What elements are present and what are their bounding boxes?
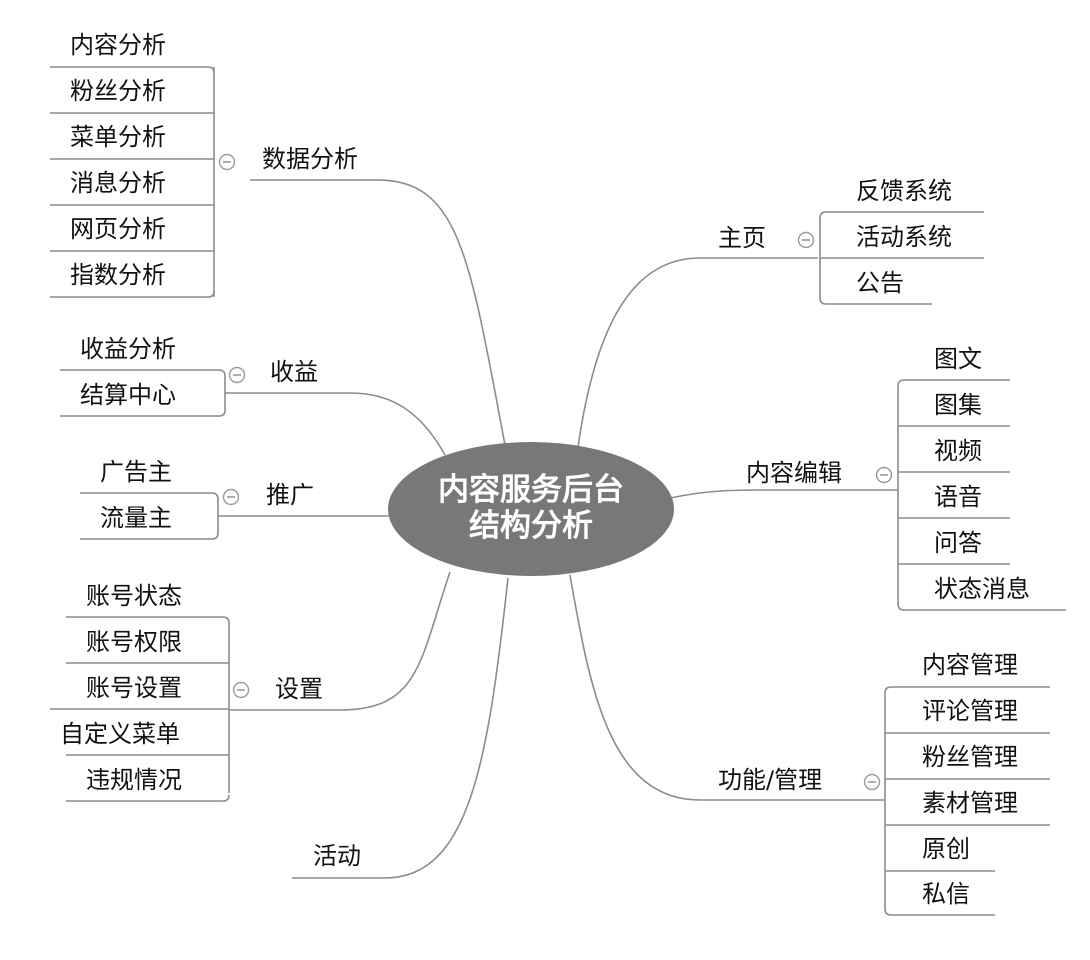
- node-comment-manage: 评论管理: [922, 697, 1018, 725]
- branch-label-revenue: 收益: [270, 358, 318, 386]
- branch-connectors: [218, 179, 898, 879]
- branch-label-home: 主页: [718, 224, 766, 252]
- node-status-message: 状态消息: [934, 575, 1030, 603]
- connector-content-edit: [669, 489, 898, 499]
- node-private-message: 私信: [922, 880, 970, 908]
- branch-label-activity: 活动: [313, 842, 361, 870]
- node-material-manage: 素材管理: [922, 789, 1018, 817]
- collapse-icon[interactable]: [797, 231, 815, 249]
- branch-content-edit: 内容编辑 图文 图集 视频 语音 问答 状态消息: [746, 345, 1066, 611]
- connector-settings: [230, 571, 451, 711]
- bracket-revenue: [60, 369, 226, 417]
- branch-label-content-edit: 内容编辑: [746, 459, 842, 487]
- node-video: 视频: [934, 437, 982, 465]
- collapse-icon[interactable]: [875, 466, 893, 484]
- node-fans-manage: 粉丝管理: [922, 743, 1018, 771]
- connector-function-manage: [569, 574, 885, 801]
- node-revenue-analysis: 收益分析: [80, 335, 176, 363]
- child-dividers-data-analysis: [50, 66, 215, 298]
- branch-label-promotion: 推广: [266, 481, 314, 509]
- collapse-icon[interactable]: [863, 773, 881, 791]
- node-original: 原创: [922, 835, 970, 863]
- node-announcement: 公告: [856, 269, 904, 297]
- node-content-manage: 内容管理: [922, 651, 1018, 679]
- branch-data-analysis: 数据分析 内容分析 粉丝分析 菜单分析 消息分析 网页分析 指数分析: [50, 31, 358, 298]
- node-account-status: 账号状态: [86, 582, 182, 610]
- node-account-permission: 账号权限: [86, 628, 182, 656]
- bracket-home: [819, 211, 984, 305]
- collapse-icon[interactable]: [222, 488, 240, 506]
- node-graphic-text: 图文: [934, 345, 982, 373]
- bracket-promotion: [80, 492, 219, 540]
- branch-promotion: 推广 广告主 流量主: [80, 458, 314, 540]
- branch-home: 主页 反馈系统 活动系统 公告: [718, 177, 984, 305]
- node-traffic-owner: 流量主: [100, 504, 172, 532]
- node-index-analysis: 指数分析: [70, 261, 166, 289]
- connector-data-analysis: [250, 179, 506, 446]
- child-dividers-content-edit: [897, 379, 1066, 611]
- node-advertiser: 广告主: [100, 458, 172, 486]
- branch-activity: 活动: [313, 842, 361, 870]
- collapse-icon[interactable]: [218, 153, 236, 171]
- node-custom-menu: 自定义菜单: [60, 720, 180, 748]
- node-voice: 语音: [934, 483, 982, 511]
- child-dividers-function-manage: [884, 686, 1050, 916]
- child-dividers-settings: [50, 616, 230, 802]
- node-violations: 违规情况: [86, 766, 182, 794]
- branch-function-manage: 功能/管理 内容管理 评论管理 粉丝管理 素材管理 原创 私信: [718, 651, 1050, 916]
- node-qa: 问答: [934, 529, 982, 557]
- node-menu-analysis: 菜单分析: [70, 123, 166, 151]
- branch-label-function-manage: 功能/管理: [718, 766, 822, 794]
- node-feedback-system: 反馈系统: [856, 177, 952, 205]
- connector-activity: [292, 577, 509, 879]
- branch-label-data-analysis: 数据分析: [262, 145, 358, 173]
- node-fans-analysis: 粉丝分析: [70, 77, 166, 105]
- node-activity-system: 活动系统: [856, 223, 952, 251]
- central-node: 内容服务后台 结构分析: [388, 442, 674, 576]
- central-title-line2: 结构分析: [469, 508, 593, 544]
- node-settlement-center: 结算中心: [80, 381, 176, 409]
- collapse-icon[interactable]: [228, 366, 246, 384]
- connector-revenue: [225, 392, 446, 456]
- connector-home: [577, 257, 818, 448]
- node-message-analysis: 消息分析: [70, 169, 166, 197]
- central-title-line1: 内容服务后台: [438, 472, 624, 508]
- branch-settings: 设置 账号状态 账号权限 账号设置 自定义菜单 违规情况: [50, 582, 323, 802]
- node-gallery: 图集: [934, 391, 982, 419]
- central-ellipse: [388, 442, 674, 576]
- collapse-icon[interactable]: [232, 681, 250, 699]
- node-webpage-analysis: 网页分析: [70, 215, 166, 243]
- node-content-analysis: 内容分析: [70, 31, 166, 59]
- branch-label-settings: 设置: [275, 675, 323, 703]
- node-account-settings: 账号设置: [86, 674, 182, 702]
- branch-revenue: 收益 收益分析 结算中心: [60, 335, 318, 417]
